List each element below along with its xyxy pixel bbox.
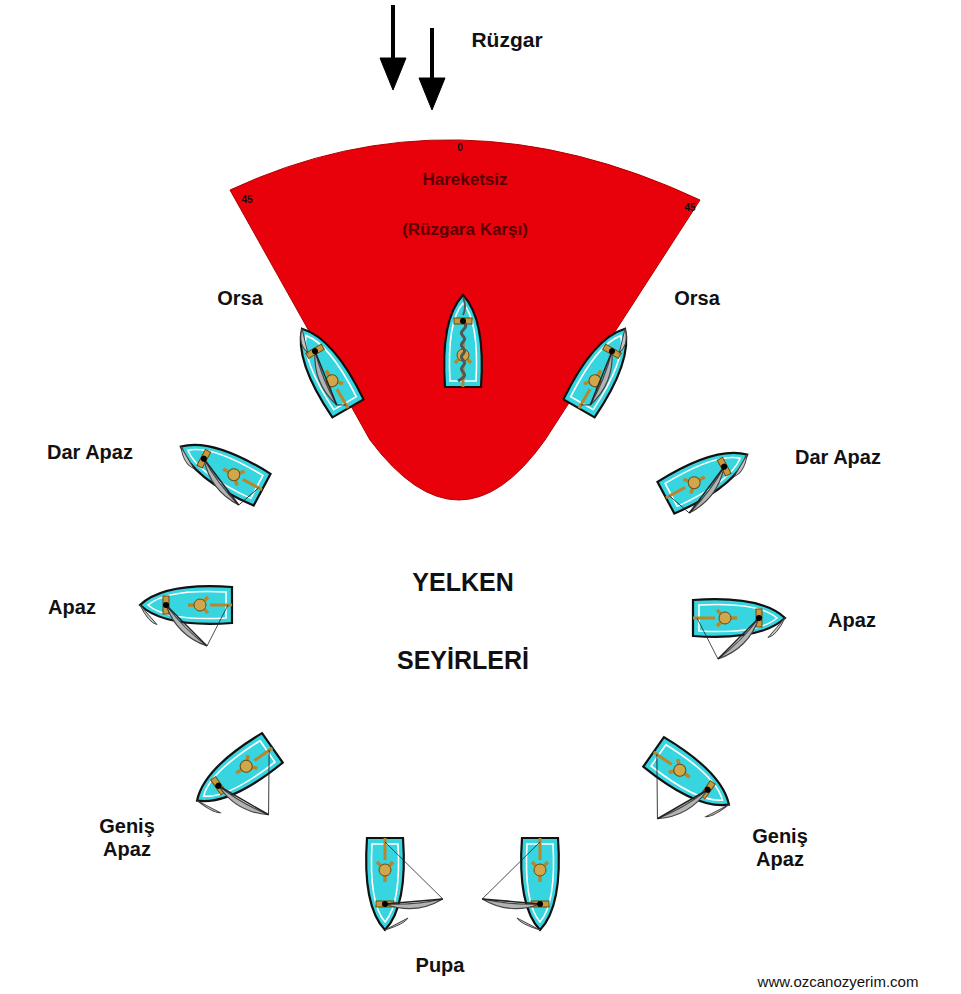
sailboat <box>657 438 759 520</box>
angle-number: 0 <box>457 142 463 154</box>
sailboat <box>482 838 559 930</box>
watermark: www.ozcanozyerim.com <box>758 973 919 990</box>
sailboat <box>623 736 739 847</box>
point-of-sail: Geniş Apaz <box>740 825 820 871</box>
sector-shape <box>226 108 704 508</box>
zone-text: Hareketsiz <box>226 170 704 190</box>
point-of-sail: Dar Apaz <box>795 446 881 469</box>
diagram-title: YELKEN SEYİRLERİ <box>378 543 548 699</box>
sailboat <box>693 599 785 659</box>
angle-number: 45 <box>241 194 252 206</box>
point-of-sail: Apaz <box>48 596 96 619</box>
point-of-sail: Geniş Apaz <box>87 815 167 861</box>
point-of-sail: Apaz <box>828 609 876 632</box>
sailboat <box>186 732 302 843</box>
sailboat <box>563 319 642 418</box>
sailboat <box>444 295 482 387</box>
wind-label: Rüzgar <box>471 28 542 52</box>
point-of-sail: Pupa <box>416 954 465 977</box>
sailboat <box>286 319 365 418</box>
zone-text: (Rüzgara Karşı) <box>226 220 704 240</box>
point-of-sail: Orsa <box>674 287 720 310</box>
sailboat <box>140 586 232 646</box>
angle-number: 45 <box>684 202 695 214</box>
sailboat <box>169 430 271 512</box>
no-go-zone: Hareketsiz (Rüzgara Karşı) <box>226 108 704 508</box>
sailboat <box>366 838 443 930</box>
point-of-sail: Dar Apaz <box>47 441 133 464</box>
point-of-sail: Orsa <box>217 287 263 310</box>
